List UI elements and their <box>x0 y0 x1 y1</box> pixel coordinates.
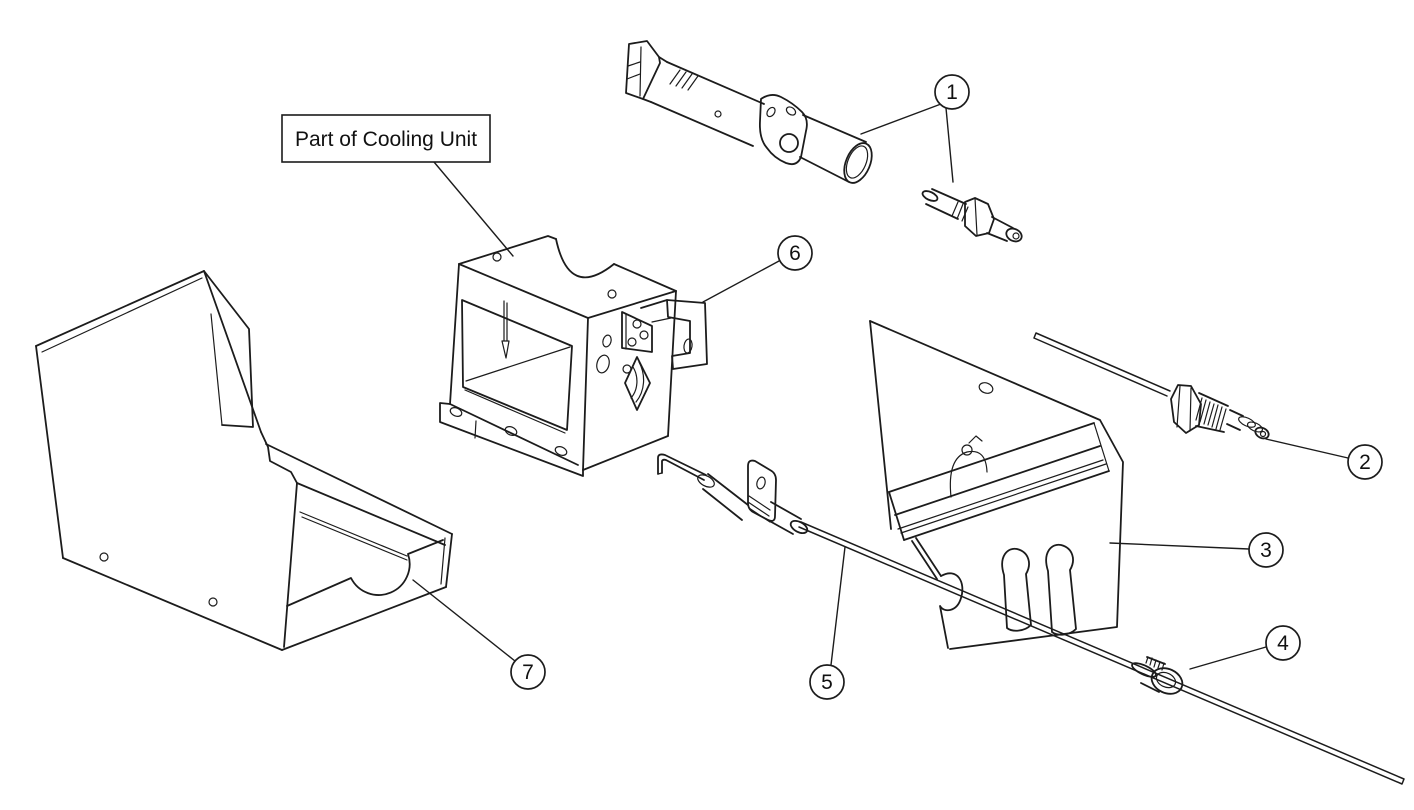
bracket-hole <box>632 319 642 329</box>
bracket-slot <box>683 338 693 354</box>
callout-6-number: 6 <box>789 242 801 265</box>
keyhole-cutout <box>1001 547 1032 632</box>
side-hole <box>602 334 612 348</box>
bracket-hole <box>978 382 994 394</box>
flange-hole <box>449 407 463 417</box>
callout-7-circle <box>510 654 546 690</box>
callout-7-leader <box>412 579 516 662</box>
callout-3-circle <box>1248 532 1284 568</box>
tube-mouth <box>843 142 873 184</box>
washer <box>1150 667 1184 695</box>
enclosure-hole <box>99 552 109 562</box>
box-top-hole <box>492 252 502 262</box>
screw-head <box>961 444 973 456</box>
label-leader-line <box>433 161 514 257</box>
callout-5-number: 5 <box>821 671 833 694</box>
gas-supply-tube <box>1033 332 1171 397</box>
burner-window <box>461 299 573 431</box>
knurling <box>1145 656 1165 671</box>
electrode-tab <box>747 459 777 522</box>
callout-2-circle <box>1347 444 1383 480</box>
callout-7: 7 <box>412 579 546 690</box>
label-text: Part of Cooling Unit <box>295 128 477 151</box>
cooling-unit-label: Part of Cooling Unit <box>281 114 514 257</box>
part-5-electrode-assembly <box>657 453 1405 785</box>
bracket-hole <box>627 337 637 347</box>
fitting-hex-nut <box>1170 384 1202 434</box>
flange-hole <box>504 426 518 436</box>
callout-4: 4 <box>1189 625 1301 670</box>
part-2-gas-fitting <box>1033 332 1270 440</box>
callout-4-number: 4 <box>1277 632 1289 655</box>
tube-hole <box>714 110 722 118</box>
callout-5: 5 <box>809 546 846 700</box>
electrode-lead-rod <box>798 521 1405 785</box>
diamond-cutout <box>624 356 651 411</box>
tab-hole <box>756 476 766 490</box>
label-box <box>281 114 491 163</box>
part-1-burner-orifice <box>921 188 1023 243</box>
callout-4-leader <box>1189 646 1267 670</box>
bracket-hole <box>639 330 649 340</box>
callout-5-leader <box>830 546 846 666</box>
callout-3-number: 3 <box>1260 539 1272 562</box>
callout-1: 1 <box>860 74 970 183</box>
callout-5-circle <box>809 664 845 700</box>
part-6-burner-box-assembly <box>439 235 708 477</box>
part-6-mounting-bracket <box>621 299 708 370</box>
callout-6-circle <box>777 235 813 271</box>
interior-electrode <box>501 300 510 359</box>
callout-6-leader <box>702 260 780 303</box>
flange-hole <box>766 106 776 118</box>
callout-4-circle <box>1265 625 1301 661</box>
callout-1-circle <box>934 74 970 110</box>
callout-2-leader <box>1265 438 1349 459</box>
part-3-burner-bracket <box>869 320 1124 650</box>
callout-6: 6 <box>702 235 813 303</box>
callout-2-number: 2 <box>1359 451 1371 474</box>
burner-flange <box>758 94 808 166</box>
keyhole-cutout <box>1045 543 1077 636</box>
box-top-hole <box>607 289 617 299</box>
callout-1-number: 1 <box>946 81 958 104</box>
fitting-threads <box>1195 397 1227 431</box>
part-4-grommet-nut <box>1131 656 1184 695</box>
part-7-burner-enclosure <box>35 270 453 651</box>
flange-hole <box>554 446 568 456</box>
callout-balloons: 1 2 3 4 5 6 7 <box>412 74 1383 700</box>
burner-slots <box>669 69 699 91</box>
callout-3-leader <box>1109 542 1250 550</box>
callout-1-leader <box>945 107 954 183</box>
flange-hole <box>785 106 797 116</box>
callout-1-leader <box>860 103 942 135</box>
callout-2: 2 <box>1265 438 1383 480</box>
enclosure-hole <box>208 597 218 607</box>
callout-3: 3 <box>1109 532 1284 568</box>
side-hole <box>596 354 610 374</box>
callout-7-number: 7 <box>522 661 534 684</box>
burner-tube-assembly <box>625 40 873 184</box>
thermocouple-boss <box>949 450 988 498</box>
